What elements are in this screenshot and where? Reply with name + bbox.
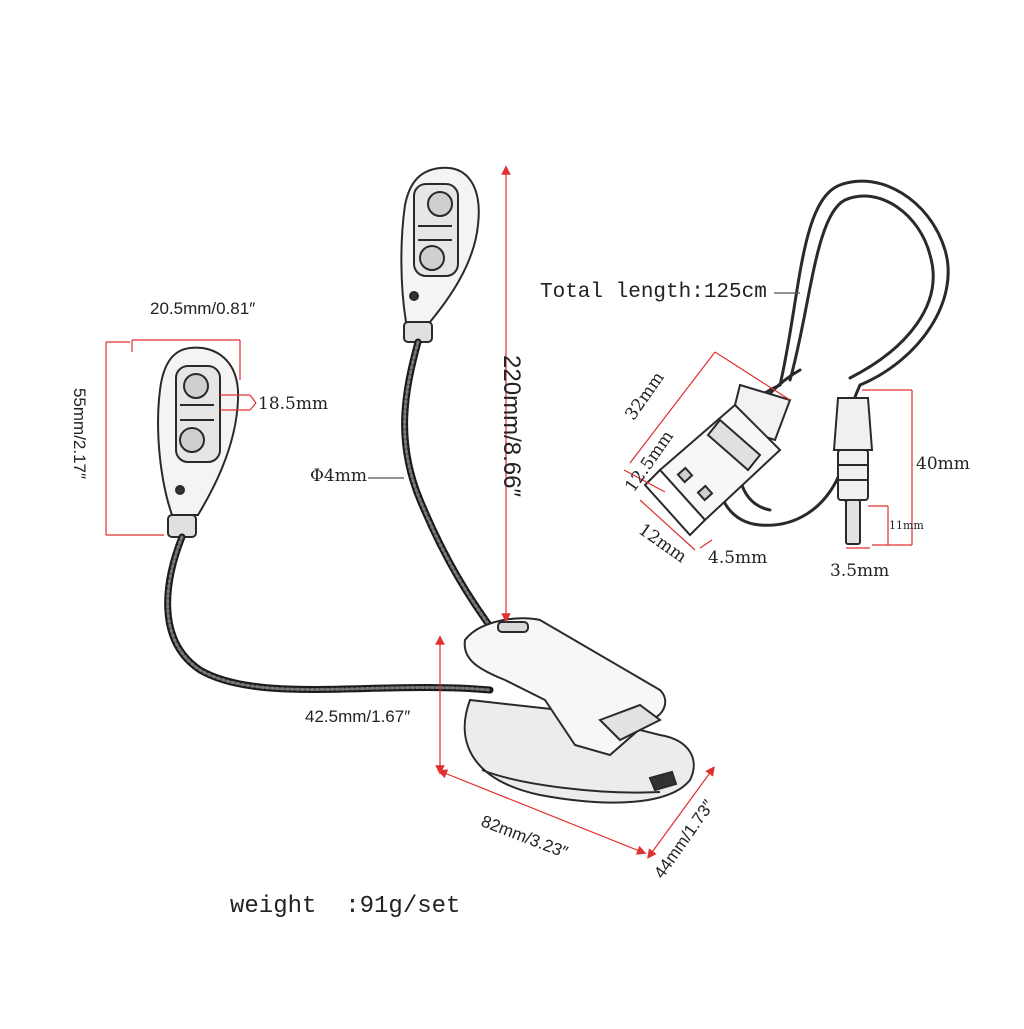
led-spacing-label: 18.5mm xyxy=(258,394,329,414)
dimension-lines xyxy=(105,165,913,859)
left-lamp-head xyxy=(157,346,240,538)
plug-diameter-label: 3.5mm xyxy=(830,561,890,581)
plug-length-label: 40mm xyxy=(916,454,970,474)
cable-length-label: Total length:125cm xyxy=(540,281,767,304)
clip-base xyxy=(463,617,695,804)
usb-thickness-label: 4.5mm xyxy=(708,548,768,568)
clip-width-label: 20.5mm/0.81″ xyxy=(150,299,256,318)
total-height-label: 220mm/8.66″ xyxy=(497,355,525,497)
usb-plug xyxy=(643,383,792,537)
plug-tip-label: 11mm xyxy=(889,519,924,532)
right-lamp-head xyxy=(400,166,480,343)
gooseneck-arms xyxy=(164,338,504,694)
head-height-label: 55mm/2.17″ xyxy=(70,387,90,480)
neck-diameter-label: Φ4mm xyxy=(310,466,367,486)
dc-plug xyxy=(832,397,874,545)
weight-label: weight :91g/set xyxy=(230,893,461,920)
clip-height-label: 42.5mm/1.67″ xyxy=(305,707,411,726)
